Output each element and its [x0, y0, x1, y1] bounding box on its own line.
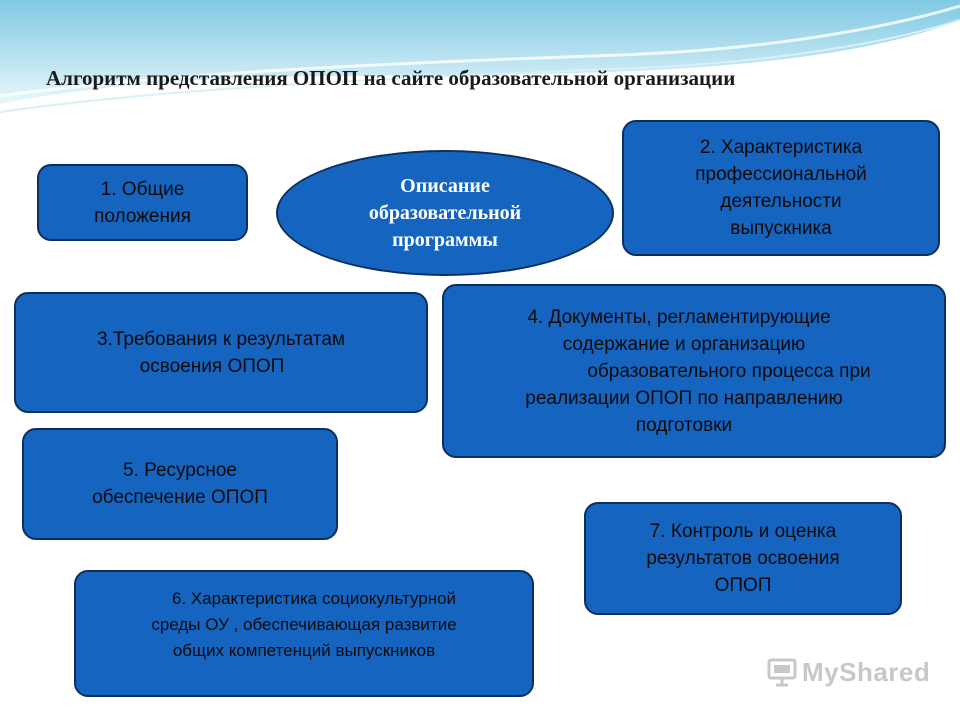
center-ellipse: Описание образовательной программы [276, 150, 614, 276]
box-sociocultural-environment: 6. Характеристика социокультурной среды … [74, 570, 534, 697]
box-control-assessment: 7. Контроль и оценка результатов освоени… [584, 502, 902, 615]
page-title: Алгоритм представления ОПОП на сайте обр… [46, 66, 736, 90]
box-line: результатов освоения [646, 548, 840, 569]
box-general-provisions: 1. Общие положения [37, 164, 248, 241]
box-line: положения [94, 205, 191, 227]
box-professional-activity: 2. Характеристика профессиональной деяте… [622, 120, 940, 256]
box-line: 7. Контроль и оценка [649, 521, 837, 542]
box-line: обеспечение ОПОП [92, 487, 268, 508]
box-line: освоения ОПОП [139, 356, 285, 377]
box-line: профессиональной [695, 164, 867, 185]
box-line: деятельности [720, 191, 842, 212]
center-line: образовательной [368, 201, 522, 224]
watermark-logo: MyShared [766, 656, 930, 688]
box-line: среды ОУ , обеспечивающая развитие [151, 615, 457, 634]
watermark-text: MyShared [802, 656, 931, 687]
box-line: 1. Общие [100, 178, 185, 200]
box-line: образовательного процесса при [587, 360, 871, 382]
box-line: общих компетенций выпускников [172, 641, 436, 660]
box-line: 6. Характеристика социокультурной [171, 589, 457, 608]
box-line: содержание и организацию [562, 333, 806, 355]
box-line: выпускника [730, 218, 832, 239]
presentation-icon [767, 658, 797, 687]
box-line: ОПОП [714, 575, 772, 596]
box-line: подготовки [635, 414, 733, 436]
header-wave-decoration [0, 0, 960, 113]
center-line: Описание [400, 174, 490, 197]
box-line: 3.Требования к результатам [96, 329, 346, 350]
box-line: реализации ОПОП по направлению [525, 387, 843, 409]
box-resource-provision: 5. Ресурсное обеспечение ОПОП [22, 428, 338, 540]
box-results-requirements: 3.Требования к результатам освоения ОПОП [14, 292, 428, 413]
box-line: 4. Документы, регламентирующие [527, 306, 831, 328]
center-line: программы [392, 228, 498, 251]
box-line: 5. Ресурсное [122, 460, 237, 481]
box-regulatory-documents: 4. Документы, регламентирующие содержани… [442, 284, 946, 458]
box-line: 2. Характеристика [699, 137, 863, 158]
